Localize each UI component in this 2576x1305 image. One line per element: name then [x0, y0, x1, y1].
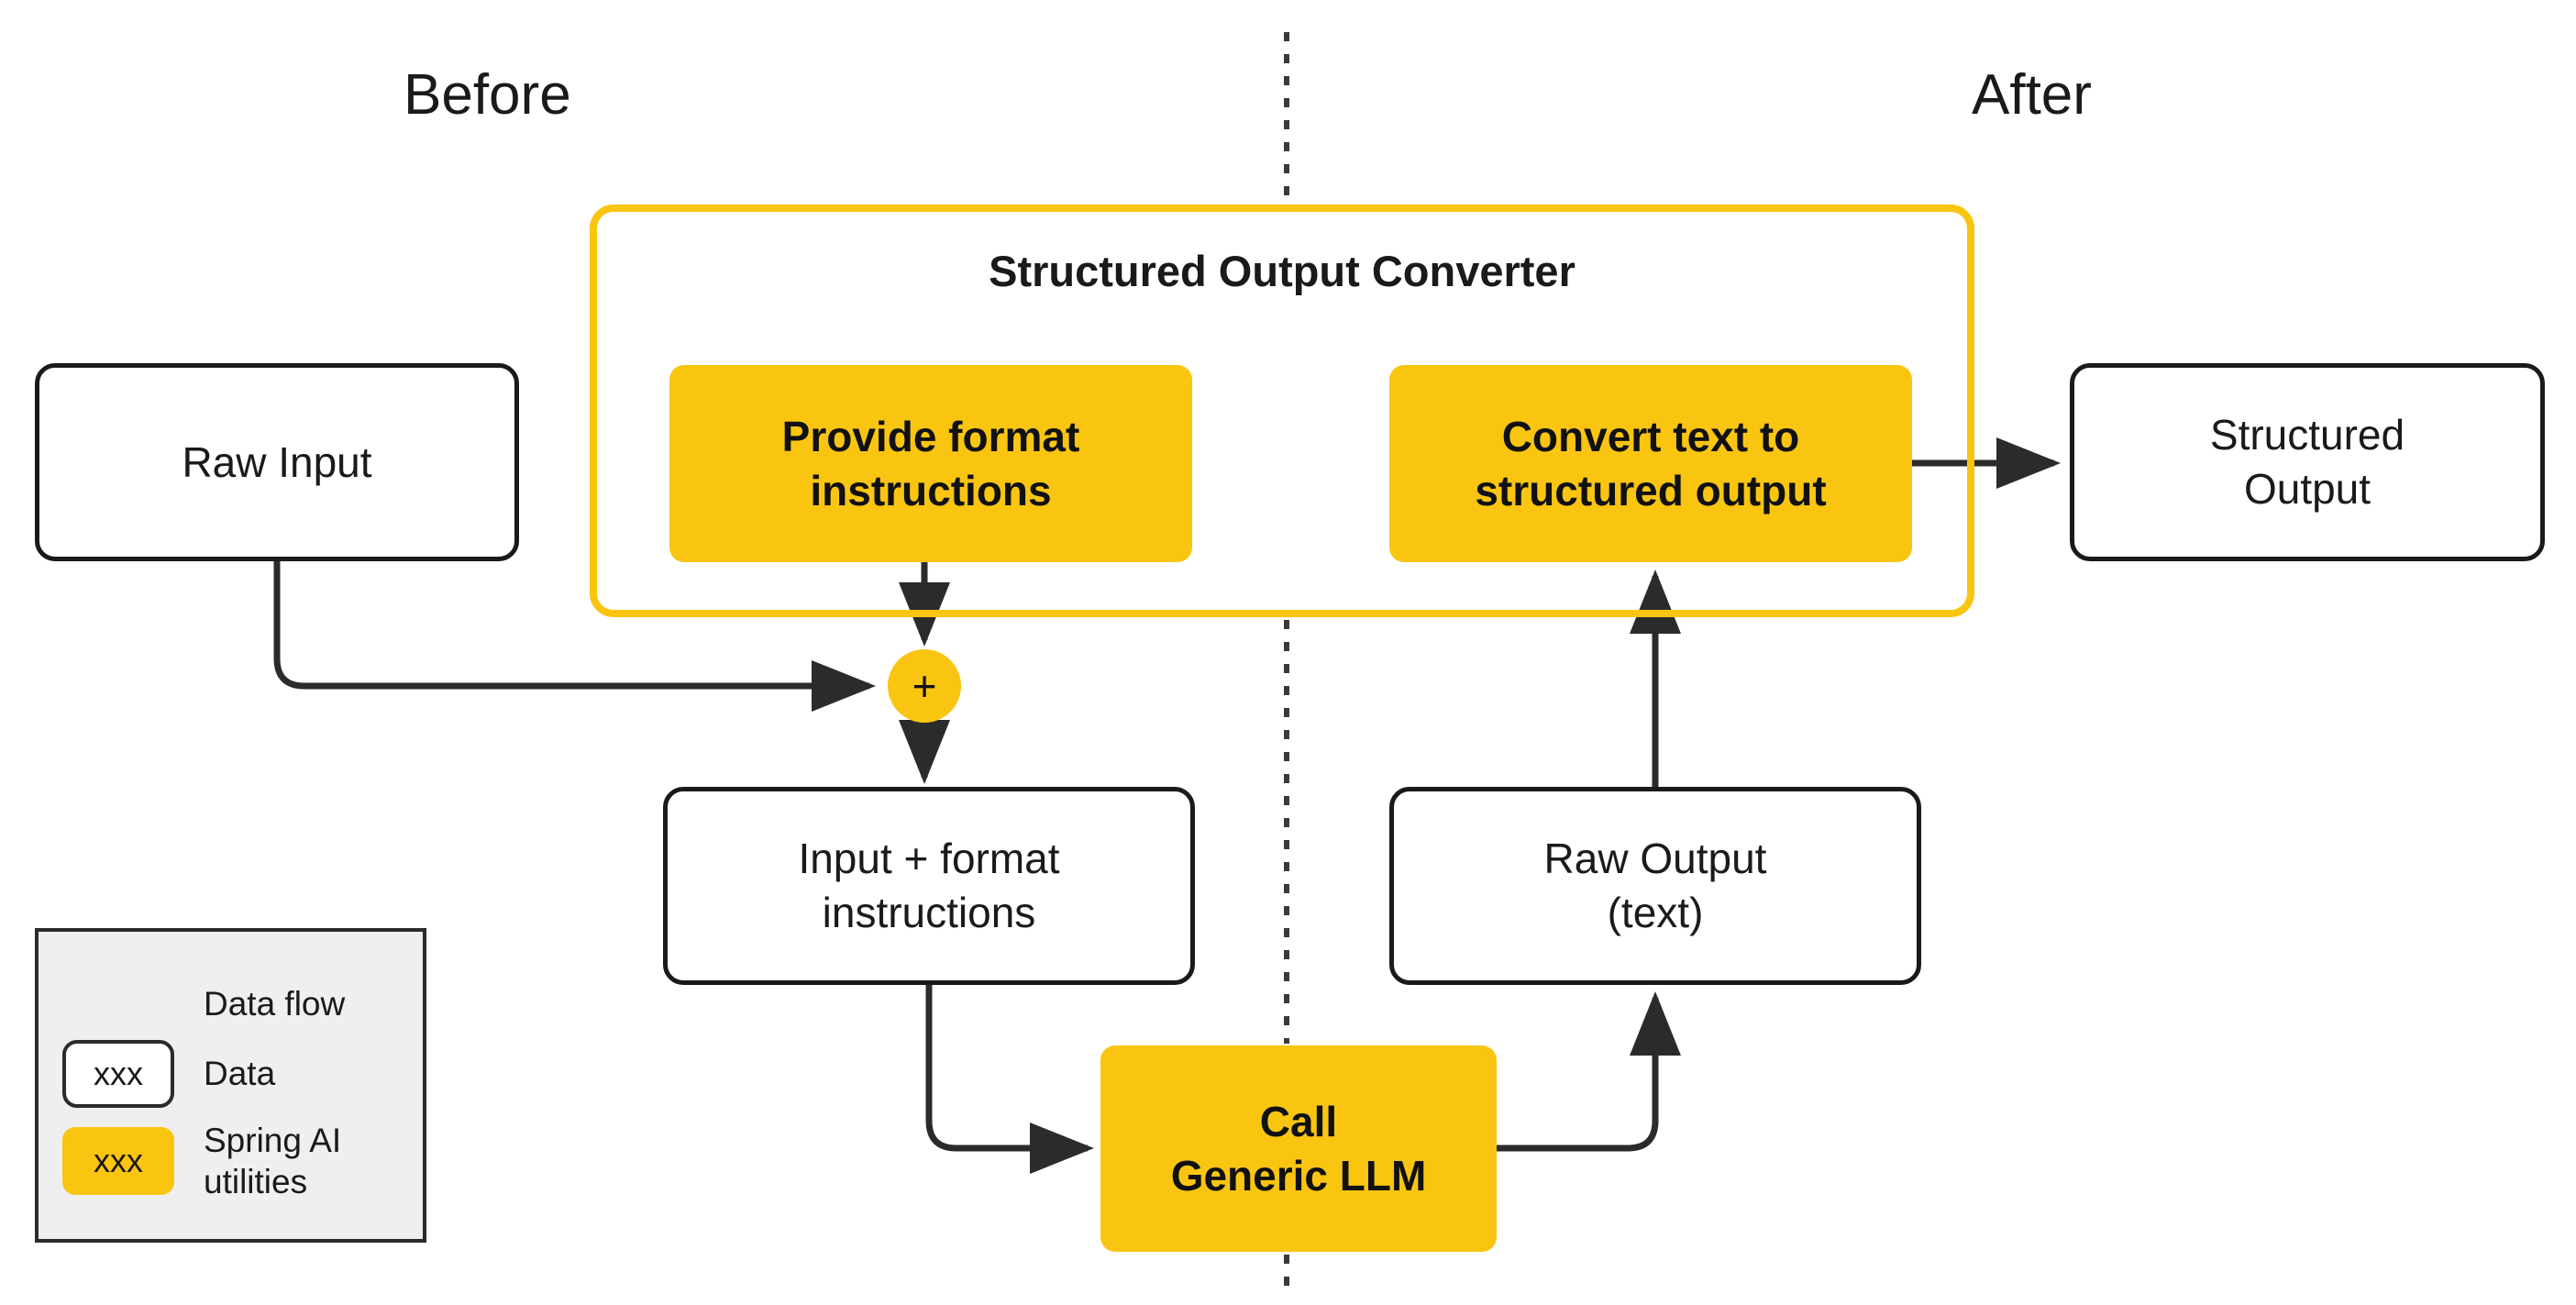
- legend-label-spring-ai-utilities: Spring AI utilities: [204, 1122, 342, 1201]
- legend-swatch-data-box-text: xxx: [94, 1055, 143, 1092]
- legend-item-data: xxx Data: [62, 1040, 275, 1108]
- node-raw-output-label: Raw Output (text): [1543, 835, 1767, 936]
- edge-call-llm-to-raw-output: [1497, 991, 1681, 1152]
- node-convert-text-to-structured-output-label: Convert text to structured output: [1475, 412, 1827, 514]
- phase-label-before: Before: [404, 63, 571, 127]
- legend-label-data-flow: Data flow: [204, 985, 346, 1023]
- node-call-generic-llm-label: Call Generic LLM: [1170, 1097, 1427, 1200]
- edge-raw-input-to-plus: [273, 561, 876, 712]
- node-provide-format-instructions[interactable]: Provide format instructions: [669, 365, 1192, 562]
- legend-swatch-data-box: xxx: [62, 1040, 174, 1108]
- legend-panel: Data flow xxx Data xxx Spring AI utiliti…: [35, 928, 426, 1243]
- structured-output-converter-title: Structured Output Converter: [989, 247, 1575, 295]
- merge-plus-node[interactable]: +: [888, 649, 961, 723]
- node-structured-output-label: Structured Output: [2209, 411, 2405, 513]
- legend-swatch-arrow: [62, 970, 174, 1038]
- edge-input-format-to-call-llm: [925, 985, 1094, 1174]
- structured-output-converter-frame: [590, 205, 1974, 617]
- phase-label-after: After: [1972, 63, 2092, 127]
- node-provide-format-instructions-label: Provide format instructions: [781, 412, 1080, 514]
- plus-icon: +: [912, 662, 937, 710]
- node-input-plus-format[interactable]: Input + format instructions: [663, 787, 1195, 985]
- node-call-generic-llm[interactable]: Call Generic LLM: [1100, 1045, 1497, 1252]
- legend-swatch-util-box: xxx: [62, 1127, 174, 1196]
- legend-item-spring-ai-utilities: xxx Spring AI utilities: [62, 1120, 341, 1202]
- node-convert-text-to-structured-output[interactable]: Convert text to structured output: [1389, 365, 1912, 562]
- node-raw-input[interactable]: Raw Input: [35, 363, 519, 561]
- node-structured-output[interactable]: Structured Output: [2070, 363, 2545, 561]
- legend-swatch-util-box-text: xxx: [94, 1142, 143, 1180]
- legend-item-data-flow: Data flow: [62, 970, 345, 1038]
- node-raw-input-label: Raw Input: [182, 437, 372, 486]
- node-input-plus-format-label: Input + format instructions: [798, 835, 1060, 936]
- legend-label-data: Data: [204, 1055, 276, 1093]
- node-raw-output[interactable]: Raw Output (text): [1389, 787, 1921, 985]
